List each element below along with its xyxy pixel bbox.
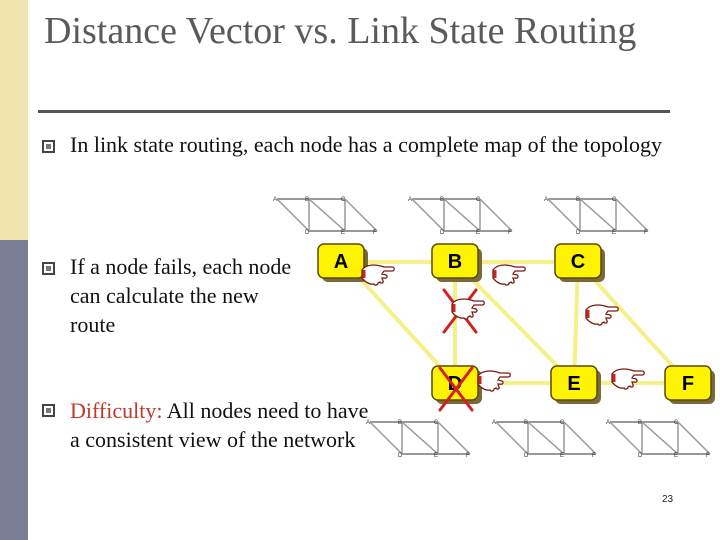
node-a-label: A (334, 251, 348, 273)
svg-text:E: E (560, 453, 564, 459)
mini-map: A B C D E F (273, 197, 378, 236)
mini-map: A B C D E F (544, 197, 649, 236)
bullet-square-icon (42, 404, 55, 417)
pointing-hand-icon (360, 263, 396, 287)
bullet-text-1: In link state routing, each node has a c… (70, 132, 663, 157)
node-c: C (554, 243, 605, 282)
link-a-d (343, 260, 457, 385)
svg-text:E: E (674, 453, 678, 459)
sidebar-bottom-segment (0, 240, 28, 540)
side-color-bar (0, 0, 28, 540)
svg-text:F: F (592, 453, 596, 459)
pointing-hand-icon (610, 367, 646, 391)
mini-map: A B C D E F (366, 420, 471, 459)
svg-text:F: F (644, 230, 648, 236)
svg-text:D: D (638, 453, 643, 459)
svg-text:C: C (560, 420, 565, 426)
svg-text:A: A (273, 197, 277, 203)
link-c-f (576, 260, 690, 385)
node-d-label: D (448, 373, 462, 395)
svg-text:D: D (524, 453, 529, 459)
svg-text:B: B (576, 197, 580, 203)
svg-text:C: C (434, 420, 439, 426)
svg-text:F: F (508, 230, 512, 236)
node-d: D (431, 365, 482, 404)
slide-title: Distance Vector vs. Link State Routing (44, 10, 637, 52)
svg-text:D: D (440, 230, 445, 236)
svg-text:D: D (305, 230, 310, 236)
svg-text:D: D (576, 230, 581, 236)
node-b: B (431, 243, 482, 282)
node-f-label: F (682, 373, 694, 395)
bullet-square-icon (42, 262, 55, 275)
title-underline (38, 110, 670, 113)
node-c-label: C (571, 251, 585, 273)
svg-text:E: E (476, 230, 480, 236)
svg-text:B: B (524, 420, 528, 426)
svg-text:C: C (476, 197, 481, 203)
svg-text:B: B (305, 197, 309, 203)
difficulty-label: Difficulty: (70, 398, 163, 423)
mini-map: A B C D E F (492, 420, 597, 459)
link-b-e (453, 260, 576, 385)
link-c-e (572, 260, 580, 385)
node-a: A (317, 243, 368, 282)
svg-text:F: F (373, 230, 377, 236)
mini-map: A B C D E F (408, 197, 513, 236)
node-e: E (550, 365, 601, 404)
svg-text:E: E (434, 453, 438, 459)
mini-map: A B C D E F (606, 420, 711, 459)
svg-text:E: E (612, 230, 616, 236)
svg-text:C: C (341, 197, 346, 203)
node-f: F (664, 365, 715, 404)
bullet-square-icon (42, 140, 55, 153)
node-b-label: B (448, 251, 462, 273)
svg-text:A: A (492, 420, 496, 426)
bullet-text-3: Difficulty: All nodes need to have a con… (70, 396, 370, 454)
link-group (343, 260, 690, 385)
pointing-hand-icon (584, 303, 620, 327)
svg-text:B: B (440, 197, 444, 203)
svg-text:D: D (398, 453, 403, 459)
difficulty-text: All nodes need to have a consistent view… (70, 398, 369, 452)
svg-text:A: A (606, 420, 610, 426)
svg-text:A: A (366, 420, 370, 426)
svg-text:B: B (638, 420, 642, 426)
pointing-hand-icon (450, 297, 486, 321)
svg-text:A: A (544, 197, 548, 203)
svg-text:E: E (341, 230, 345, 236)
sidebar-top-segment (0, 0, 28, 240)
node-e-label: E (567, 373, 580, 395)
svg-text:B: B (398, 420, 402, 426)
svg-text:A: A (408, 197, 412, 203)
bullet-text-2: If a node fails, each node can calculate… (70, 254, 292, 337)
pointing-hand-icon (491, 263, 527, 287)
svg-text:C: C (612, 197, 617, 203)
svg-text:C: C (674, 420, 679, 426)
svg-text:F: F (706, 453, 710, 459)
page-number: 23 (662, 494, 674, 505)
svg-text:F: F (466, 453, 470, 459)
failure-x-icon (438, 366, 474, 412)
